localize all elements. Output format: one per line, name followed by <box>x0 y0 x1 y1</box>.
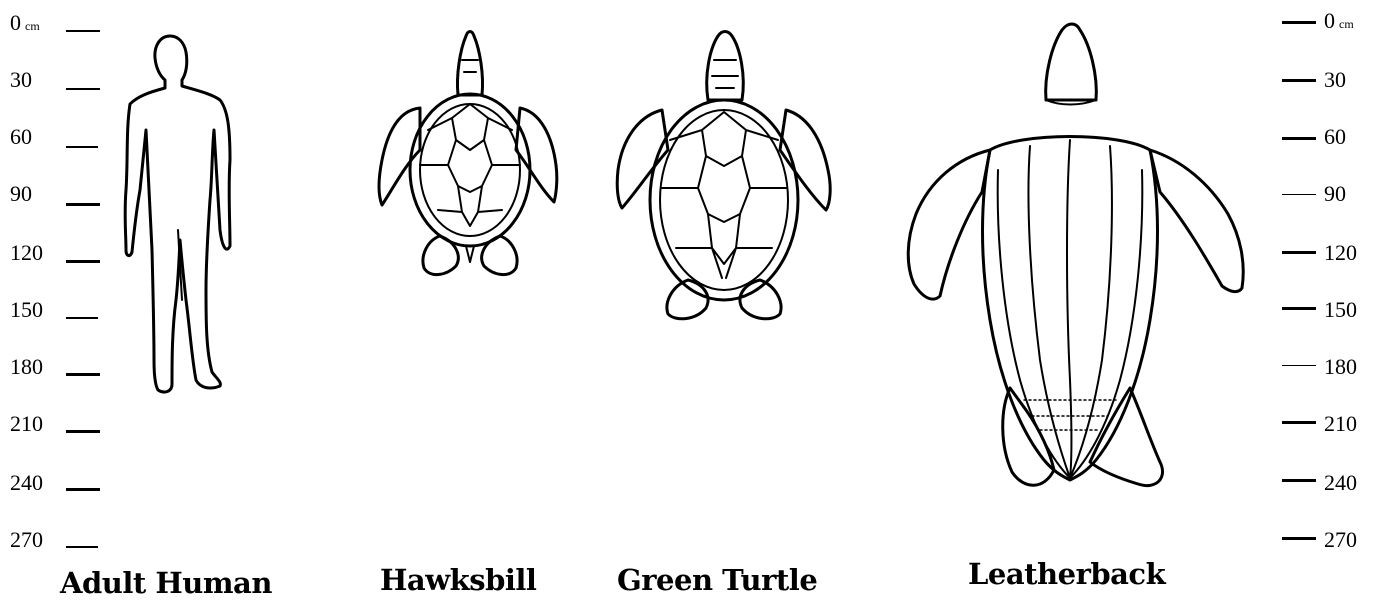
caption-hawksbill: Hawksbill <box>380 563 536 597</box>
caption-leatherback: Leatherback <box>968 557 1165 591</box>
caption-adult-human: Adult Human <box>60 566 272 600</box>
caption-green-turtle: Green Turtle <box>617 563 817 597</box>
